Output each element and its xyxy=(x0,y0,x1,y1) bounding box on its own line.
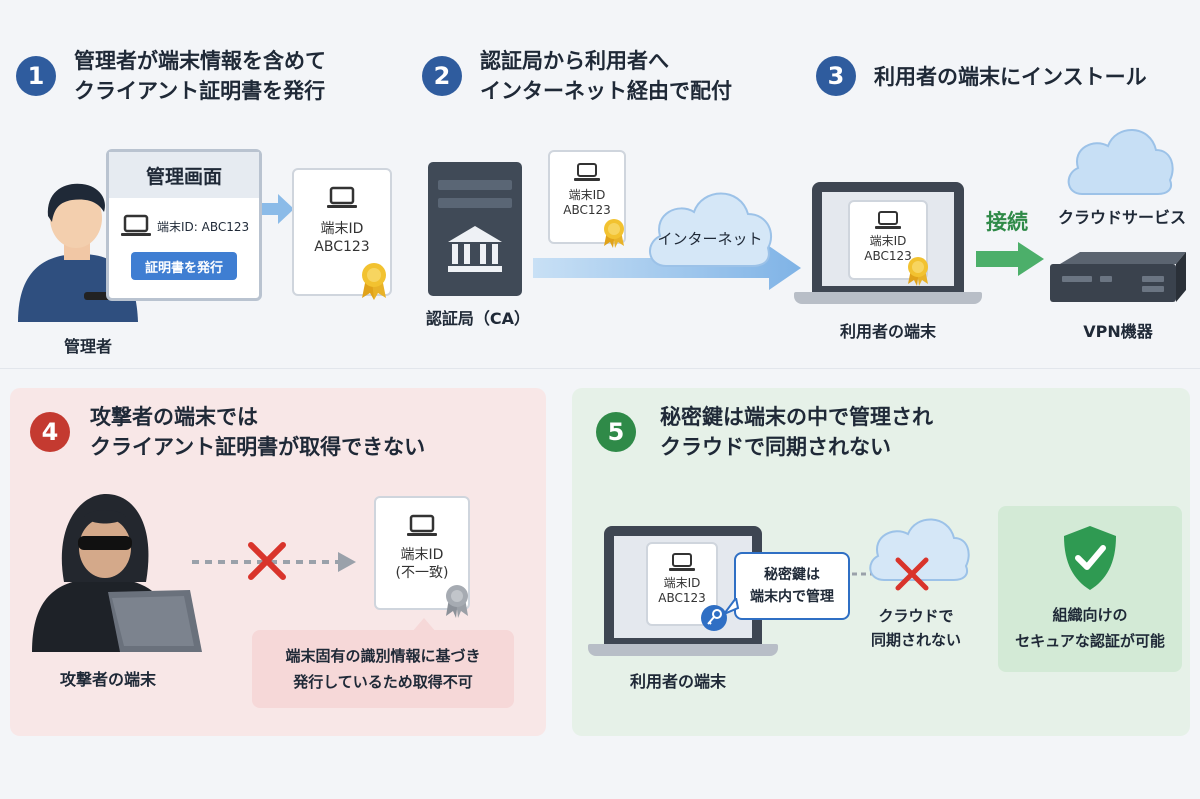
step-2-title: 認証局から利用者へ インターネット経由で配付 xyxy=(480,46,732,106)
certificate-card-5: 端末ID ABC123 xyxy=(646,542,718,626)
laptop-icon xyxy=(574,163,600,181)
step-1-title-line2: クライアント証明書を発行 xyxy=(74,79,326,103)
attacker-label: 攻撃者の端末 xyxy=(59,670,156,689)
user-laptop-base xyxy=(794,292,982,304)
user-device-label-5: 利用者の端末 xyxy=(629,672,726,691)
cert-3-id-value: ABC123 xyxy=(864,249,912,263)
cert-5-id-label: 端末ID xyxy=(663,576,701,590)
secure-auth-line1: 組織向けの xyxy=(1052,606,1128,624)
private-key-bubble: 秘密鍵は 端末内で管理 xyxy=(734,552,850,620)
cloud-service-icon xyxy=(1067,129,1174,195)
cross-icon xyxy=(895,557,929,591)
ca-label: 認証局（CA） xyxy=(425,309,531,328)
step-3-title: 利用者の端末にインストール xyxy=(874,65,1147,89)
cert-4-id-label: 端末ID xyxy=(400,547,444,563)
admin-panel: 管理画面 端末ID: ABC123 証明書を発行 xyxy=(106,149,262,301)
award-medal-icon xyxy=(908,257,928,286)
admin-panel-device-row: 端末ID: ABC123 xyxy=(109,198,259,238)
grey-medal-icon xyxy=(446,585,468,618)
admin-panel-title: 管理画面 xyxy=(109,152,259,198)
issue-certificate-button[interactable]: 証明書を発行 xyxy=(131,252,237,280)
cloud-no-sync-line1: クラウドで xyxy=(878,607,954,625)
attacker-hooded-icon xyxy=(32,494,202,652)
cloud-no-sync-line2: 同期されない xyxy=(870,631,961,649)
step-5-title-line1: 秘密鍵は端末の中で管理され xyxy=(660,405,933,429)
award-medal-icon xyxy=(604,219,624,248)
step-5-badge: 5 xyxy=(596,412,636,452)
cert-1-id-label: 端末ID xyxy=(320,221,364,237)
key-icon xyxy=(701,605,727,631)
bubble-pointer xyxy=(724,598,740,616)
laptop-icon xyxy=(407,514,437,536)
step-4-note-line1: 端末固有の識別情報に基づき xyxy=(285,647,481,665)
shield-check-icon xyxy=(1064,526,1116,590)
vpn-label: VPN機器 xyxy=(1083,322,1153,341)
step-3-badge: 3 xyxy=(816,56,856,96)
user-laptop-base-5 xyxy=(588,644,778,656)
row-separator xyxy=(0,368,1200,369)
internet-cloud-icon xyxy=(649,192,773,267)
secure-auth-label: 組織向けの セキュアな認証が可能 xyxy=(998,602,1182,654)
distribution-arrow-icon xyxy=(533,246,801,290)
cloud-icon xyxy=(869,518,970,581)
step-2-title-line1: 認証局から利用者へ xyxy=(480,49,669,73)
step-2-title-line2: インターネット経由で配付 xyxy=(480,79,732,103)
ca-server-icon xyxy=(428,162,522,296)
cert-4-id-value: (不一致) xyxy=(395,565,449,581)
bank-building-icon xyxy=(448,226,502,272)
step-4-title: 攻撃者の端末では クライアント証明書が取得できない xyxy=(90,402,425,462)
laptop-icon xyxy=(121,214,151,236)
vpn-device-icon xyxy=(1050,252,1186,302)
user-device-label: 利用者の端末 xyxy=(839,322,936,341)
cross-icon xyxy=(248,542,286,580)
cert-2-id-label: 端末ID xyxy=(568,188,606,202)
laptop-icon xyxy=(669,553,695,571)
cert-5-id-value: ABC123 xyxy=(658,591,706,605)
laptop-icon xyxy=(327,186,357,208)
private-key-bubble-line1: 秘密鍵は xyxy=(764,567,820,583)
private-key-bubble-line2: 端末内で管理 xyxy=(750,589,834,605)
step-4-badge: 4 xyxy=(30,412,70,452)
step-5-title-line2: クラウドで同期されない xyxy=(660,435,891,459)
award-medal-icon xyxy=(362,263,386,300)
admin-label: 管理者 xyxy=(63,337,112,356)
secure-auth-line2: セキュアな認証が可能 xyxy=(1015,632,1165,650)
step-1-badge: 1 xyxy=(16,56,56,96)
cloud-no-sync-label: クラウドで 同期されない xyxy=(850,604,982,652)
cert-1-id-value: ABC123 xyxy=(314,239,370,255)
cert-3-id-label: 端末ID xyxy=(869,234,907,248)
step-2-badge: 2 xyxy=(422,56,462,96)
secure-auth-box: 組織向けの セキュアな認証が可能 xyxy=(998,506,1182,672)
laptop-icon xyxy=(875,211,901,229)
cloud-service-label: クラウドサービス xyxy=(1057,208,1186,227)
connect-label: 接続 xyxy=(986,210,1028,234)
internet-label: インターネット xyxy=(657,230,763,248)
admin-device-id: 端末ID: ABC123 xyxy=(157,219,250,234)
blocked-arrow-icon xyxy=(192,552,356,572)
connect-arrow-icon xyxy=(976,242,1044,276)
step-4-title-line2: クライアント証明書が取得できない xyxy=(90,435,426,459)
step-1-title: 管理者が端末情報を含めて クライアント証明書を発行 xyxy=(74,46,326,106)
step-4-note: 端末固有の識別情報に基づき 発行しているため取得不可 xyxy=(252,630,514,708)
arrow-right-icon xyxy=(262,194,294,224)
step-4-note-line2: 発行しているため取得不可 xyxy=(293,673,473,691)
step-4-title-line1: 攻撃者の端末では xyxy=(90,405,258,429)
cert-2-id-value: ABC123 xyxy=(563,203,611,217)
step-1-title-line1: 管理者が端末情報を含めて xyxy=(74,49,326,73)
note-pointer xyxy=(412,618,436,632)
step-5-title: 秘密鍵は端末の中で管理され クラウドで同期されない xyxy=(660,402,933,462)
